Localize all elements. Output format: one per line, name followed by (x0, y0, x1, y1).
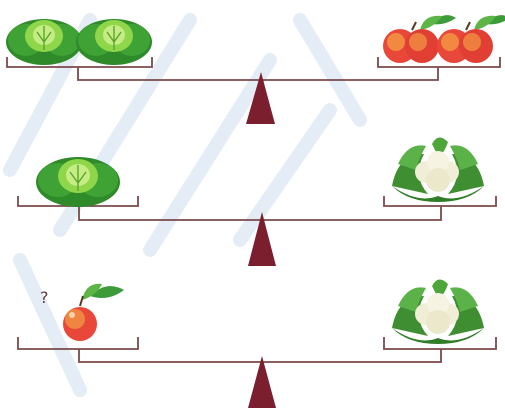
beam (78, 349, 442, 363)
cabbage-icon (76, 19, 152, 65)
left-pan (17, 337, 139, 350)
apple-icon (63, 283, 124, 341)
cauliflower-icon (392, 137, 484, 202)
apple-icon (383, 15, 456, 63)
apple-icon (437, 15, 505, 63)
fulcrum (248, 356, 276, 408)
right-pan (383, 337, 497, 350)
cabbage-icon (6, 19, 82, 65)
fulcrum (248, 212, 276, 266)
cauliflower-icon (392, 279, 484, 344)
beam (77, 67, 439, 81)
right-pan (377, 57, 501, 68)
cabbage-icon (36, 157, 120, 207)
left-pan (6, 57, 153, 68)
fulcrum (246, 72, 275, 124)
right-pan (383, 196, 497, 207)
unknown-marker: ? (40, 288, 49, 307)
